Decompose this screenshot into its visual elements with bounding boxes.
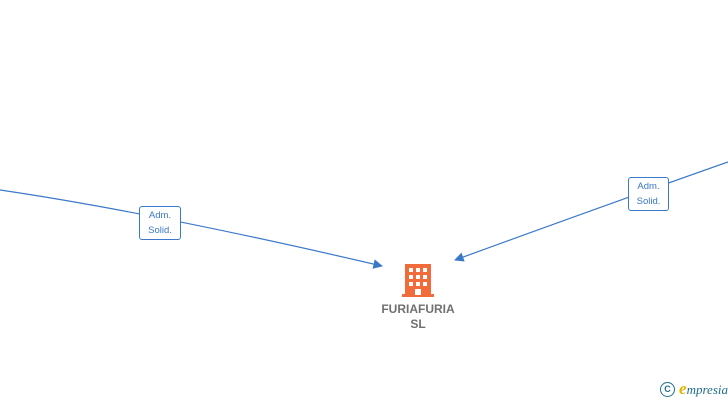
edge-right-line [454,161,728,262]
empresia-logo: empresia [679,379,728,399]
company-name-line1: FURIAFURIA [381,302,455,316]
edge-label-right[interactable]: Adm. Solid. [628,177,669,211]
edge-label-left[interactable]: Adm. Solid. [139,206,181,240]
brand-watermark: C empresia [660,379,728,399]
logo-e-mark: e [679,379,687,398]
building-icon [402,264,434,297]
edge-label-left-line2: Solid. [148,225,172,236]
edge-label-left-line1: Adm. [148,210,172,221]
company-name[interactable]: FURIAFURIA SL [368,302,468,332]
company-name-line2: SL [410,317,426,331]
edge-label-right-line2: Solid. [636,196,661,207]
company-node[interactable]: FURIAFURIA SL [368,262,468,332]
edge-left-line [0,189,383,269]
copyright-icon: C [660,381,676,397]
logo-text: mpresia [686,382,728,397]
edge-label-right-line1: Adm. [637,181,660,192]
